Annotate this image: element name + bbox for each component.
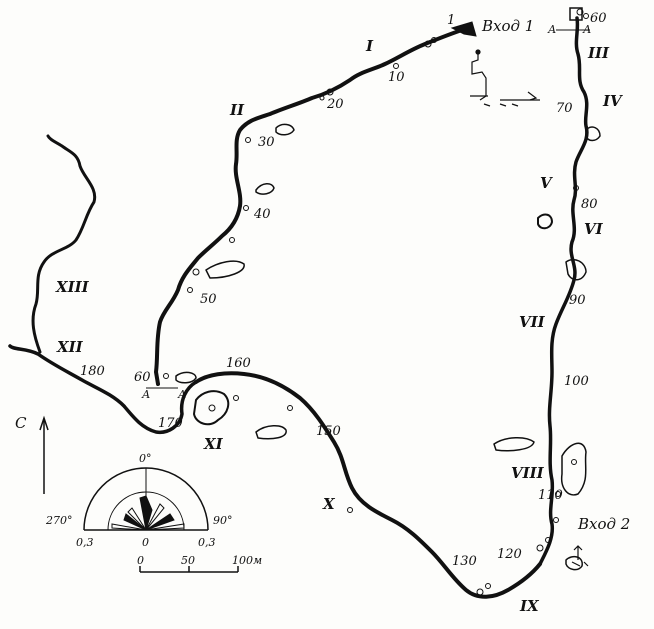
mark-xi: XI (203, 435, 224, 453)
chamber-iv (585, 126, 601, 142)
mark-ix: IX (519, 597, 540, 615)
scale-100: 100м (232, 554, 262, 567)
dist-1: 1 (447, 13, 455, 28)
rose-90-deg: 90° (213, 514, 233, 527)
passage-north (154, 28, 464, 386)
dist-70: 70 (556, 101, 573, 116)
cross-section-markers (146, 29, 590, 389)
north-arrow (39, 415, 49, 494)
rose-270-deg: 270° (45, 514, 73, 527)
rose-scale-center: 0 (142, 536, 149, 549)
dist-40: 40 (253, 207, 271, 222)
mark-vii: VII (519, 313, 546, 331)
section-marks: I II III IV V VI VII VIII IX X XI XII XI… (55, 37, 623, 615)
passage-xiii (31, 134, 97, 354)
dist-170: 170 (158, 416, 183, 431)
dist-150: 150 (316, 424, 341, 439)
mark-xii: XII (56, 338, 84, 356)
cave-passages (8, 7, 601, 599)
chamber-60-lower (175, 371, 197, 384)
dist-60-east: 60 (590, 11, 607, 26)
mark-iv: IV (602, 92, 623, 110)
rose-0-deg: 0° (139, 452, 152, 465)
chamber-entrance-2 (565, 555, 583, 571)
debris-marks (163, 8, 589, 596)
entrance-1-mouth (450, 21, 477, 37)
entrance-top-marker (569, 7, 583, 21)
chamber-xi (255, 425, 287, 440)
chamber-30 (275, 123, 295, 136)
distance-marks: 1 10 20 30 40 50 60 60 70 80 90 100 110 … (80, 11, 607, 569)
entrance-2-marker (571, 545, 589, 567)
dist-50: 50 (200, 292, 217, 307)
mark-vi: VI (584, 220, 604, 238)
dist-180: 180 (80, 364, 105, 379)
section-a-1: А (547, 23, 556, 36)
dist-30: 30 (258, 135, 275, 150)
passage-xi-loop (193, 390, 230, 426)
chamber-viii-east (560, 442, 587, 496)
rose-scale-right: 0,3 (198, 536, 216, 549)
dist-60-west: 60 (134, 370, 151, 385)
dist-130: 130 (452, 554, 477, 569)
section-a-2: А (582, 23, 591, 36)
section-a-3: А (141, 388, 150, 401)
dist-20: 20 (326, 97, 344, 112)
mark-ii: II (229, 101, 245, 119)
chamber-vi-lower (565, 258, 587, 281)
entrance-2-label: Вход 2 (577, 515, 630, 533)
scale-50: 50 (181, 554, 195, 567)
dist-10: 10 (388, 70, 405, 85)
mark-viii: VIII (511, 464, 545, 482)
direction-rose (83, 467, 209, 531)
dist-100: 100 (564, 374, 589, 389)
dist-90: 90 (569, 293, 586, 308)
scale-0: 0 (137, 554, 144, 567)
chamber-50 (205, 260, 245, 279)
mark-x: X (322, 495, 336, 513)
chamber-vi (537, 213, 553, 230)
entrance-1-profile (470, 49, 540, 107)
passage-west (8, 344, 198, 435)
rose-scale-left: 0,3 (76, 536, 94, 549)
dist-160: 160 (226, 356, 251, 371)
mark-i: I (365, 37, 374, 55)
chamber-viii (493, 437, 535, 452)
section-a-4: А (177, 388, 186, 401)
mark-v: V (540, 174, 553, 192)
scale-bar (139, 566, 239, 573)
mark-xiii: XIII (55, 278, 90, 296)
dist-120: 120 (497, 547, 522, 562)
passage-east (538, 16, 589, 566)
mark-iii: III (587, 44, 610, 62)
passage-south (194, 371, 542, 599)
north-label: С (15, 414, 27, 432)
dist-80: 80 (581, 197, 598, 212)
entrance-1-label: Вход 1 (481, 17, 534, 35)
chamber-40 (255, 183, 275, 195)
dist-110: 110 (538, 488, 563, 503)
